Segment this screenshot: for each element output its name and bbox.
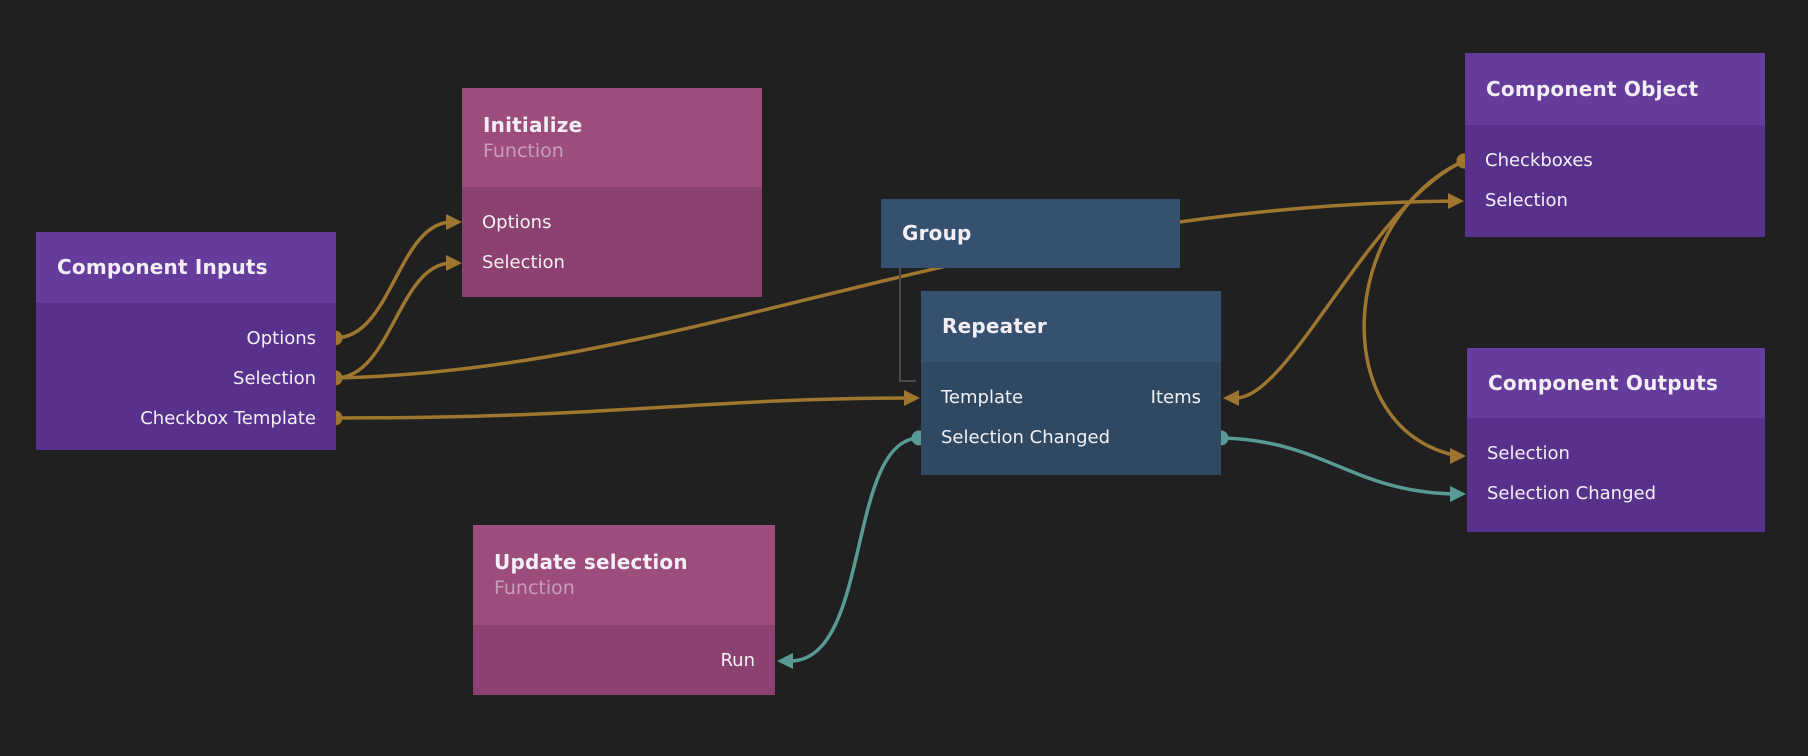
port-selection-changed-input[interactable]: Selection Changed — [1487, 482, 1657, 504]
node-component-inputs[interactable]: Component Inputs Options Selection Check… — [36, 232, 336, 450]
node-body: Run — [473, 625, 775, 695]
edge-component-inputs-options--initialize-options[interactable] — [334, 220, 453, 340]
edge-arrowhead-component-inputs-options--initialize-options — [446, 214, 462, 230]
node-header: Component Inputs — [36, 232, 336, 303]
node-title: Component Object — [1486, 76, 1699, 101]
node-component-outputs[interactable]: Component Outputs Selection Selection Ch… — [1467, 348, 1765, 532]
edge-group--repeater-child-link[interactable] — [899, 268, 916, 382]
node-header: Component Outputs — [1467, 348, 1765, 418]
node-header: Group — [881, 199, 1180, 268]
node-body: Checkboxes Selection — [1465, 125, 1765, 237]
node-body: Template Items Selection Changed — [921, 362, 1221, 475]
edge-arrowhead-repeater-selection-changed--update-selection-run — [777, 653, 793, 669]
port-selection-input[interactable]: Selection — [482, 251, 565, 273]
port-selection-input[interactable]: Selection — [1487, 442, 1570, 464]
node-group[interactable]: Group — [881, 199, 1180, 268]
edge-arrowhead-component-object-checkboxes--repeater-items — [1223, 390, 1239, 406]
edge-repeater-selection-changed--component-outputs-selection-changed[interactable] — [1220, 436, 1459, 496]
edge-arrowhead-component-inputs-selection--initialize-selection — [446, 255, 462, 271]
node-header: Initialize Function — [462, 88, 762, 187]
port-options-input[interactable]: Options — [482, 211, 552, 233]
port-options-output[interactable]: Options — [246, 327, 316, 349]
node-header: Update selection Function — [473, 525, 775, 625]
node-title: Component Inputs — [57, 255, 268, 279]
node-initialize[interactable]: Initialize Function Options Selection — [462, 88, 762, 297]
edge-component-object-checkboxes--component-outputs-selection[interactable] — [1362, 159, 1465, 458]
port-run-input[interactable]: Run — [720, 649, 755, 671]
node-title: Group — [902, 221, 972, 245]
port-selection-changed-output[interactable]: Selection Changed — [941, 426, 1111, 448]
edge-arrowhead-component-inputs-selection--component-object-selection — [1448, 193, 1464, 209]
node-title: Component Outputs — [1488, 370, 1719, 395]
node-subtitle: Function — [494, 577, 575, 600]
edge-arrowhead-component-inputs-checkbox-template--repeater-template — [904, 390, 920, 406]
edge-arrowhead-component-object-checkboxes--component-outputs-selection — [1450, 448, 1466, 464]
node-body: Options Selection Checkbox Template — [36, 303, 336, 450]
port-template-input: Template — [941, 386, 1024, 408]
port-items-input: Items — [1150, 386, 1201, 408]
port-selection-input[interactable]: Selection — [1485, 189, 1568, 211]
node-title: Update selection — [494, 550, 688, 575]
edge-component-inputs-selection--component-object-selection[interactable] — [334, 199, 1457, 380]
edge-component-inputs-checkbox-template--repeater-template[interactable] — [334, 396, 913, 420]
node-update-selection[interactable]: Update selection Function Run — [473, 525, 775, 695]
edge-repeater-selection-changed--update-selection-run[interactable] — [789, 436, 920, 663]
edge-component-inputs-selection--initialize-selection[interactable] — [334, 261, 453, 380]
node-subtitle: Function — [483, 139, 564, 162]
node-body: Options Selection — [462, 187, 762, 297]
node-repeater[interactable]: Repeater Template Items Selection Change… — [921, 291, 1221, 475]
node-component-object[interactable]: Component Object Checkboxes Selection — [1465, 53, 1765, 237]
edge-component-object-checkboxes--repeater-items[interactable] — [1235, 159, 1465, 400]
edge-arrowhead-repeater-selection-changed--component-outputs-selection-changed — [1450, 486, 1466, 502]
node-header: Repeater — [921, 291, 1221, 362]
port-selection-output[interactable]: Selection — [233, 367, 316, 389]
port-row-template-items[interactable]: Template Items — [921, 377, 1221, 417]
port-checkboxes-output[interactable]: Checkboxes — [1485, 149, 1593, 171]
node-title: Initialize — [483, 112, 583, 137]
node-header: Component Object — [1465, 53, 1765, 125]
node-title: Repeater — [942, 314, 1047, 338]
node-body: Selection Selection Changed — [1467, 418, 1765, 532]
port-checkbox-template-output[interactable]: Checkbox Template — [140, 407, 316, 429]
